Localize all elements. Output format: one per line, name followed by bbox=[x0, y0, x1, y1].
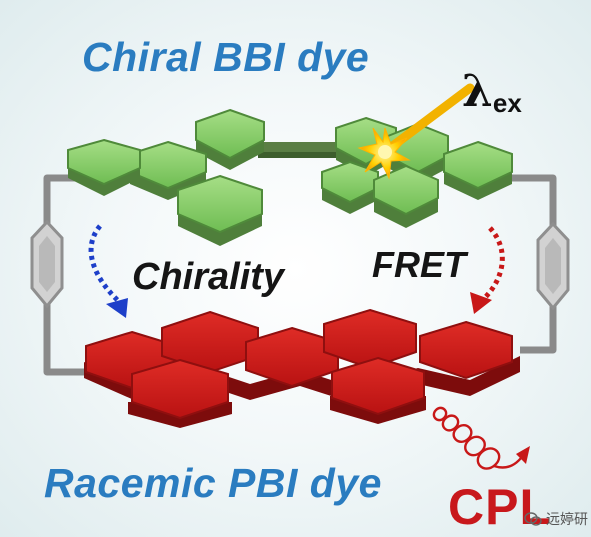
excitation bbox=[357, 83, 475, 180]
excitation-beam bbox=[385, 83, 475, 153]
excitation-label: λex bbox=[462, 66, 522, 119]
fret-label: FRET bbox=[372, 244, 466, 285]
watermark-text: 远婷研 bbox=[546, 512, 588, 528]
chirality-arrow bbox=[88, 224, 128, 318]
watermark: 远婷研 bbox=[524, 508, 588, 530]
top-dye-title: Chiral BBI dye bbox=[82, 34, 370, 80]
green-bridge bbox=[258, 142, 350, 158]
star-burst-icon bbox=[357, 127, 411, 180]
wechat-icon bbox=[524, 512, 542, 526]
cpl-label: CPL bbox=[448, 479, 551, 535]
chirality-label: Chirality bbox=[132, 256, 285, 298]
green-hex-cluster-left bbox=[67, 108, 265, 246]
lambda-subscript: ex bbox=[492, 88, 522, 118]
red-hex-chain bbox=[84, 308, 520, 428]
green-hex-cluster-right bbox=[321, 116, 513, 228]
bottom-dye-title: Racemic PBI dye bbox=[44, 460, 382, 506]
fret-arrow bbox=[470, 226, 505, 314]
lambda-symbol: λ bbox=[462, 66, 493, 117]
helix-wave-icon bbox=[432, 406, 530, 470]
linker-capsules bbox=[30, 219, 570, 311]
